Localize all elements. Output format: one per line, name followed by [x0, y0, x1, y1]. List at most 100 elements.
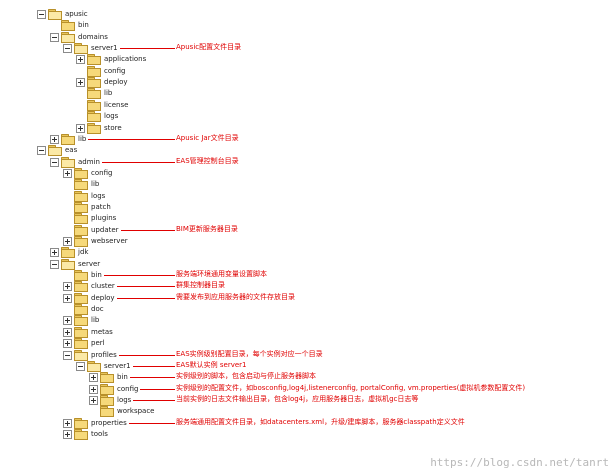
folder-label[interactable]: doc: [91, 305, 104, 314]
folder-label[interactable]: bin: [117, 373, 128, 382]
folder-label[interactable]: cluster: [91, 282, 115, 291]
expand-toggle-icon[interactable]: [63, 316, 72, 326]
folder-label[interactable]: plugins: [91, 214, 117, 223]
folder-label[interactable]: deploy: [91, 293, 115, 302]
folder-label[interactable]: config: [104, 66, 126, 75]
collapse-toggle-icon[interactable]: [37, 146, 46, 156]
folder-label[interactable]: lib: [91, 180, 100, 189]
tree-row[interactable]: logs: [0, 394, 613, 406]
expand-toggle-icon[interactable]: [63, 293, 72, 303]
expand-toggle-icon[interactable]: [63, 429, 72, 439]
tree-row[interactable]: lib: [0, 87, 613, 100]
folder-label[interactable]: workspace: [117, 407, 155, 416]
expand-toggle-icon[interactable]: [76, 78, 85, 88]
collapse-toggle-icon[interactable]: [50, 259, 59, 269]
tree-row[interactable]: license: [0, 99, 613, 111]
tree-row[interactable]: updater: [0, 224, 613, 236]
folder-label[interactable]: webserver: [91, 237, 128, 245]
tree-row[interactable]: bin: [0, 269, 613, 282]
tree-row[interactable]: apusic: [0, 8, 613, 20]
expand-toggle-icon[interactable]: [63, 168, 72, 178]
folder-label[interactable]: patch: [91, 202, 111, 211]
expand-toggle-icon[interactable]: [63, 237, 72, 246]
expand-toggle-icon[interactable]: [76, 123, 85, 133]
tree-row[interactable]: config: [0, 167, 613, 179]
expand-toggle-icon[interactable]: [63, 418, 72, 428]
folder-label[interactable]: license: [104, 100, 129, 109]
folder-label[interactable]: store: [104, 123, 122, 132]
expand-toggle-icon[interactable]: [89, 373, 98, 383]
folder-label[interactable]: profiles: [91, 350, 117, 359]
folder-label[interactable]: bin: [91, 271, 102, 280]
tree-row[interactable]: metas: [0, 326, 613, 338]
tree-row[interactable]: logs: [0, 190, 613, 202]
tree-row[interactable]: bin: [0, 371, 613, 384]
folder-label[interactable]: server1: [91, 44, 118, 53]
tree-row[interactable]: config: [0, 383, 613, 395]
folder-label[interactable]: config: [117, 384, 139, 393]
tree-row[interactable]: webserver: [0, 235, 613, 247]
folder-label[interactable]: lib: [91, 316, 100, 325]
tree-row[interactable]: eas: [0, 144, 613, 157]
expand-toggle-icon[interactable]: [50, 248, 59, 258]
collapse-toggle-icon[interactable]: [50, 157, 59, 167]
tree-row[interactable]: logs: [0, 110, 613, 123]
expand-toggle-icon[interactable]: [76, 55, 85, 65]
folder-label[interactable]: logs: [117, 395, 132, 404]
expand-toggle-icon[interactable]: [89, 395, 98, 405]
tree-row[interactable]: server: [0, 258, 613, 270]
tree-row[interactable]: properties: [0, 417, 613, 429]
collapse-toggle-icon[interactable]: [50, 32, 59, 42]
tree-row[interactable]: store: [0, 122, 613, 134]
folder-label[interactable]: perl: [91, 339, 105, 348]
expand-toggle-icon[interactable]: [63, 282, 72, 292]
folder-label[interactable]: logs: [104, 112, 119, 121]
folder-label[interactable]: eas: [65, 146, 78, 155]
tree-row[interactable]: cluster: [0, 280, 613, 293]
folder-label[interactable]: logs: [91, 191, 106, 200]
tree-row[interactable]: profiles: [0, 349, 613, 361]
folder-label[interactable]: jdk: [78, 248, 89, 257]
folder-label[interactable]: metas: [91, 327, 113, 336]
tree-row[interactable]: perl: [0, 337, 613, 350]
folder-label[interactable]: bin: [78, 21, 89, 30]
collapse-toggle-icon[interactable]: [63, 350, 72, 360]
tree-row[interactable]: server1: [0, 360, 613, 372]
folder-label[interactable]: apusic: [65, 10, 88, 18]
expand-toggle-icon[interactable]: [63, 327, 72, 337]
folder-label[interactable]: lib: [78, 134, 87, 143]
tree-row[interactable]: plugins: [0, 212, 613, 225]
tree-row[interactable]: lib: [0, 178, 613, 191]
tree-row[interactable]: jdk: [0, 246, 613, 259]
expand-toggle-icon[interactable]: [63, 339, 72, 349]
folder-label[interactable]: deploy: [104, 78, 128, 87]
tree-row[interactable]: admin: [0, 156, 613, 168]
expand-toggle-icon[interactable]: [50, 134, 59, 144]
folder-label[interactable]: server1: [104, 361, 131, 370]
folder-label[interactable]: server: [78, 259, 101, 268]
tree-row[interactable]: patch: [0, 201, 613, 213]
expand-toggle-icon[interactable]: [89, 384, 98, 394]
tree-row[interactable]: lib: [0, 133, 613, 145]
folder-label[interactable]: config: [91, 168, 113, 177]
collapse-toggle-icon[interactable]: [37, 10, 46, 19]
collapse-toggle-icon[interactable]: [63, 44, 72, 54]
tree-row[interactable]: deploy: [0, 76, 613, 89]
tree-row[interactable]: doc: [0, 303, 613, 316]
folder-label[interactable]: properties: [91, 418, 127, 427]
folder-label[interactable]: updater: [91, 225, 119, 234]
folder-label[interactable]: domains: [78, 32, 108, 41]
tree-row[interactable]: deploy: [0, 292, 613, 304]
tree-row[interactable]: config: [0, 65, 613, 77]
tree-row[interactable]: workspace: [0, 405, 613, 418]
tree-row[interactable]: applications: [0, 53, 613, 66]
tree-row[interactable]: bin: [0, 19, 613, 32]
folder-label[interactable]: applications: [104, 55, 147, 64]
folder-label[interactable]: admin: [78, 157, 100, 166]
folder-label[interactable]: lib: [104, 89, 113, 98]
collapse-toggle-icon[interactable]: [76, 361, 85, 371]
tree-row[interactable]: tools: [0, 428, 613, 440]
folder-label[interactable]: tools: [91, 429, 108, 438]
tree-row[interactable]: server1: [0, 42, 613, 55]
tree-row[interactable]: domains: [0, 31, 613, 43]
